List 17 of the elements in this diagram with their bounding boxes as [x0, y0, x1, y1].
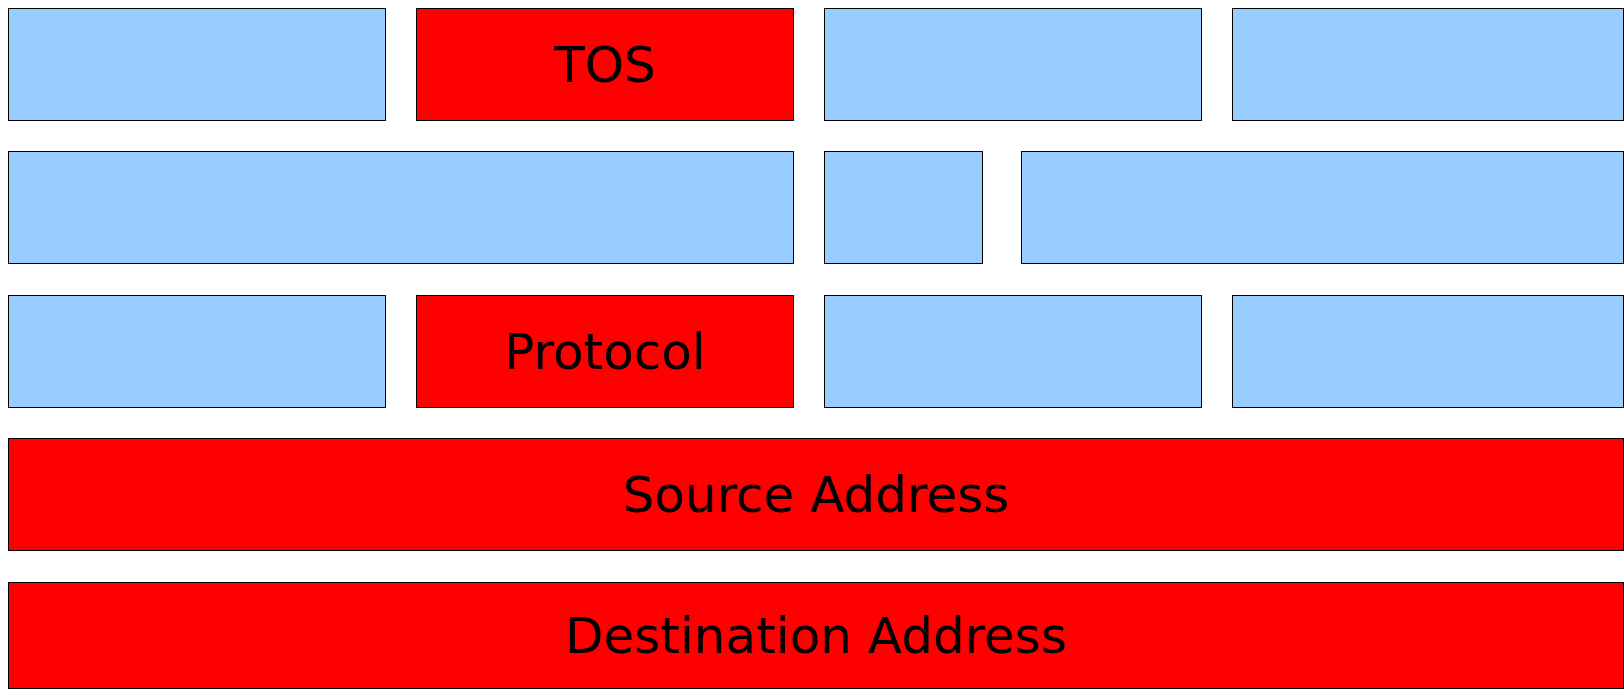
- header-field: [416, 8, 794, 121]
- header-field: [8, 582, 1624, 689]
- field-box: [824, 295, 1202, 408]
- field-box: [824, 151, 983, 264]
- field-box: [8, 151, 794, 264]
- header-field: [416, 295, 794, 408]
- field-label: Destination Address: [565, 606, 1067, 665]
- field-label: Protocol: [504, 322, 706, 381]
- field-box: [8, 295, 386, 408]
- field-label: TOS: [554, 35, 656, 94]
- field-label: Source Address: [622, 465, 1010, 524]
- field-box: [1021, 151, 1624, 264]
- field-box: [824, 8, 1202, 121]
- header-field: [8, 438, 1624, 551]
- field-box: [8, 8, 386, 121]
- field-box: [1232, 8, 1624, 121]
- field-box: [1232, 295, 1624, 408]
